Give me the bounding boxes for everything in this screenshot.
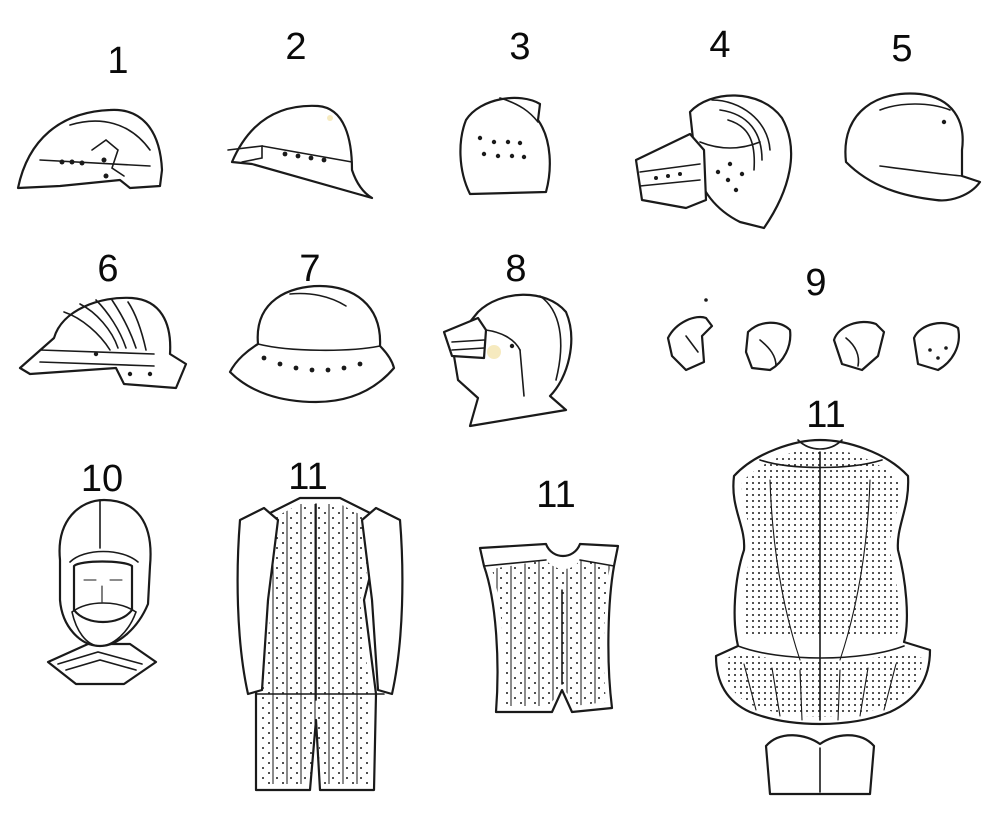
label-4: 4 (709, 24, 731, 66)
label-10: 10 (80, 458, 124, 500)
helmet-5-cap (844, 92, 982, 202)
figure-10-helmeted-head (46, 498, 158, 686)
label-3: 3 (509, 26, 531, 68)
label-11-middle: 11 (536, 474, 576, 516)
label-5: 5 (891, 28, 913, 70)
label-2: 2 (285, 26, 307, 68)
helmet-8-close-helmet (442, 293, 573, 428)
label-6: 6 (97, 248, 119, 290)
helmet-1-sallet (16, 108, 164, 190)
label-1: 1 (107, 40, 129, 82)
label-9: 9 (805, 262, 827, 304)
label-8: 8 (505, 248, 527, 290)
helmet-2-sallet (227, 104, 374, 200)
label-7: 7 (299, 248, 321, 290)
helmet-3-barbute (459, 96, 551, 196)
garment-11c-cuirass (714, 438, 932, 796)
garment-11b-short-vest (478, 542, 620, 714)
label-11-right: 11 (806, 394, 846, 436)
helmet-6-fluted-sallet (18, 296, 188, 390)
helmet-4-close-helmet (634, 94, 793, 230)
label-11-left: 11 (288, 456, 328, 498)
helmet-7-kettle-hat (228, 284, 396, 404)
pieces-9-set (666, 298, 960, 372)
garment-11a-long-doublet (236, 496, 404, 792)
